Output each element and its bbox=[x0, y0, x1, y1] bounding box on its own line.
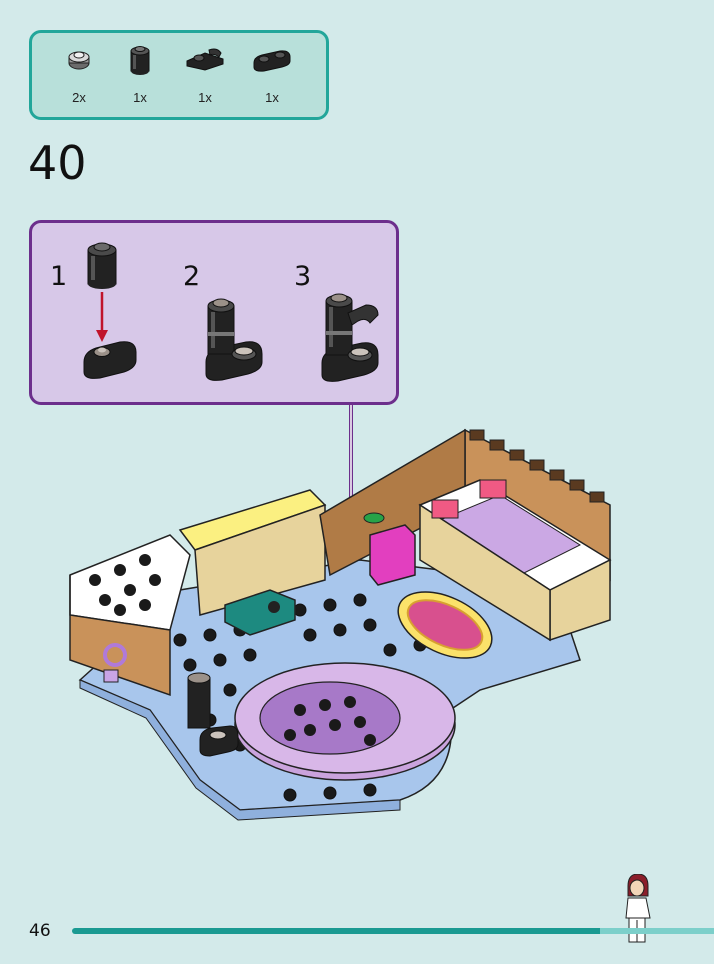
part-item: 1x bbox=[180, 43, 230, 113]
part-item: 1x bbox=[247, 43, 297, 113]
substep-callout: 1 2 3 bbox=[29, 220, 399, 405]
parts-list-callout: 2x 1x 1x 1x bbox=[29, 30, 329, 120]
part-quantity: 1x bbox=[265, 90, 279, 105]
substep-2-illustration bbox=[205, 298, 263, 381]
page-number: 46 bbox=[29, 921, 51, 941]
footer-progress-line bbox=[72, 928, 714, 934]
round-plate-1x1-icon bbox=[68, 51, 90, 70]
part-item: 1x bbox=[115, 43, 165, 113]
part-item: 2x bbox=[54, 43, 104, 113]
part-quantity: 1x bbox=[198, 90, 212, 105]
substep-label: 2 bbox=[183, 261, 201, 292]
part-quantity: 2x bbox=[72, 90, 86, 105]
round-brick-1x1-icon bbox=[130, 46, 150, 75]
step-number: 40 bbox=[28, 136, 87, 190]
part-quantity: 1x bbox=[133, 90, 147, 105]
model-illustration bbox=[69, 428, 612, 821]
minifigure-icon bbox=[625, 874, 651, 943]
substep-label: 1 bbox=[50, 261, 68, 292]
plate-1x2-rounded-icon bbox=[253, 50, 291, 72]
footer-line-end bbox=[600, 928, 714, 934]
substep-label: 3 bbox=[294, 261, 312, 292]
substep-3-illustration bbox=[321, 293, 379, 382]
plate-clip-icon bbox=[186, 48, 224, 71]
substep-1-illustration bbox=[83, 242, 137, 379]
